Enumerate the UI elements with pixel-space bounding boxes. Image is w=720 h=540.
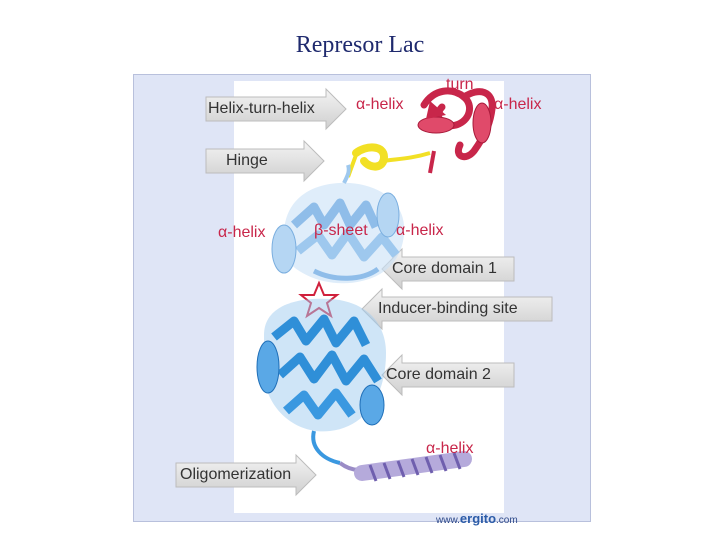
label-core-domain-2: Core domain 2	[386, 366, 491, 383]
arrow-hinge	[205, 139, 325, 183]
hinge-helix	[346, 143, 431, 178]
credit-brand: ergito	[459, 511, 497, 526]
label-beta-sheet: β-sheet	[314, 222, 368, 239]
arrow-core-domain-2	[381, 353, 515, 397]
credit-prefix: www.	[436, 515, 460, 526]
label-oligomerization: Oligomerization	[180, 466, 292, 483]
lac-repressor-structure	[175, 87, 553, 497]
core-domain-2-structure	[256, 298, 386, 465]
label-core-domain-1: Core domain 1	[392, 260, 497, 277]
label-alpha-helix-bottom: α-helix	[426, 440, 474, 457]
figure-panel: Helix-turn-helix Hinge Oligomerization C…	[133, 74, 591, 526]
label-helix-turn-helix: Helix-turn-helix	[208, 100, 315, 117]
source-credit: www.ergito.com	[436, 511, 518, 526]
label-turn: turn	[446, 76, 474, 93]
label-alpha-helix-top-right: α-helix	[494, 96, 542, 113]
label-alpha-helix-mid-left: α-helix	[218, 224, 266, 241]
label-hinge: Hinge	[226, 152, 268, 169]
oligomerization-helix	[338, 451, 472, 482]
label-alpha-helix-top-left: α-helix	[356, 96, 404, 113]
headpiece-domain	[417, 87, 496, 174]
label-alpha-helix-mid-right: α-helix	[396, 222, 444, 239]
credit-suffix: .com	[496, 515, 518, 526]
arrow-helix-turn-helix	[205, 87, 347, 131]
arrow-core-domain-1	[381, 247, 515, 291]
page-title: Represor Lac	[295, 32, 425, 58]
arrow-oligomerization	[175, 453, 317, 497]
label-inducer-binding-site: Inducer-binding site	[378, 300, 518, 317]
core-domain-1-structure	[271, 164, 405, 284]
